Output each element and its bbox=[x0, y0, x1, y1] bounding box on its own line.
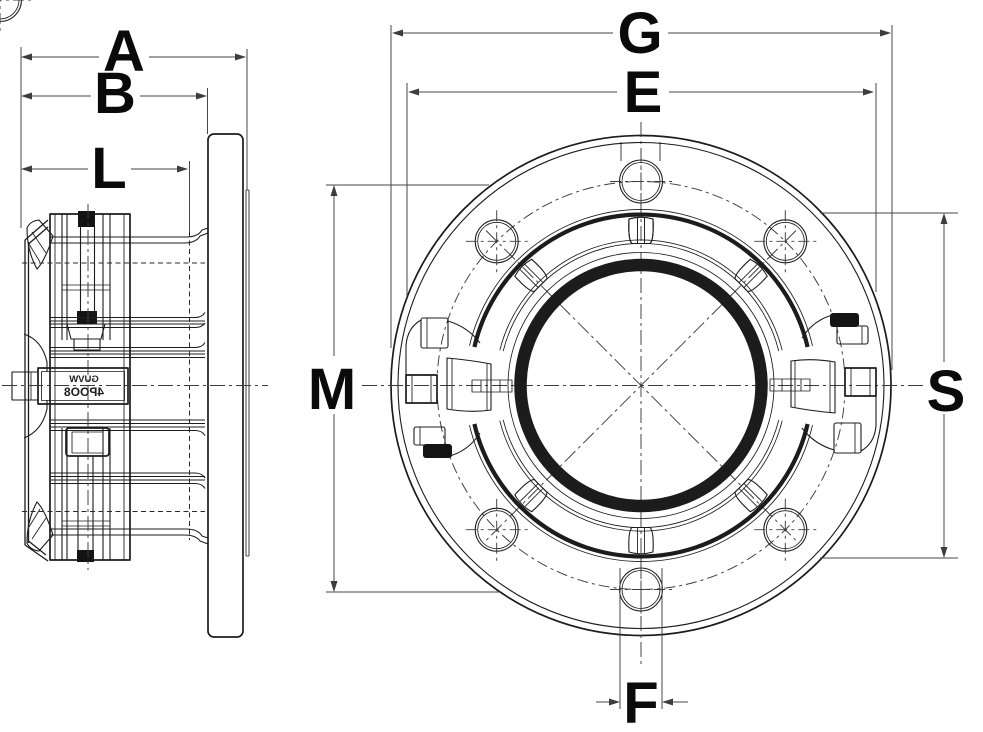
dim-label-S: S bbox=[927, 359, 966, 424]
gasket-recess-circle bbox=[507, 252, 775, 519]
front-view bbox=[0, 0, 925, 668]
top-bolt-head bbox=[78, 211, 95, 227]
dim-label-F: F bbox=[623, 671, 658, 732]
dim-label-B: B bbox=[94, 61, 136, 126]
lug-west bbox=[405, 317, 513, 458]
lug-gasket-blob bbox=[423, 444, 452, 458]
bottom-bolt-head bbox=[65, 427, 110, 457]
sleeve-od-ring bbox=[472, 212, 810, 559]
dim-G: G bbox=[390, 1, 893, 370]
bottom-bolt bbox=[65, 427, 110, 562]
side-view: GUVW 4POO8 bbox=[2, 133, 268, 638]
body-ribs bbox=[50, 227, 209, 545]
lug-bolt-shaft bbox=[471, 379, 513, 393]
dim-F: F bbox=[596, 568, 688, 732]
dimensions: A B L G E bbox=[20, 1, 966, 732]
gasket-ring bbox=[514, 258, 768, 513]
dim-A: A bbox=[21, 19, 248, 190]
dim-E: E bbox=[406, 60, 877, 296]
body-lug-bar: GUVW 4POO8 bbox=[11, 367, 129, 405]
lug-upper-pad bbox=[420, 317, 449, 349]
dim-L: L bbox=[21, 136, 190, 232]
lug-bolt-block bbox=[405, 374, 438, 404]
dim-label-G: G bbox=[617, 1, 662, 66]
dim-label-A: A bbox=[103, 19, 145, 84]
flange-back-edge bbox=[245, 189, 250, 557]
cast-marking-line2: 4POO8 bbox=[64, 385, 104, 399]
ear-bottom bbox=[26, 501, 54, 552]
diagonal-centerline-2 bbox=[485, 230, 797, 541]
dim-S: S bbox=[820, 212, 966, 559]
lug-wedge bbox=[446, 357, 492, 412]
follower-ring bbox=[23, 219, 54, 562]
ear-top bbox=[26, 219, 54, 270]
bottom-bolt-threads bbox=[77, 550, 94, 562]
dim-label-E: E bbox=[624, 60, 663, 125]
scallop-lower bbox=[23, 400, 48, 439]
lug-bar-cap bbox=[11, 371, 39, 401]
sleeve-rings bbox=[469, 209, 813, 562]
scallop-upper bbox=[23, 333, 48, 372]
hole-slot-lines bbox=[619, 142, 663, 634]
dim-M: M bbox=[308, 184, 500, 593]
dim-label-L: L bbox=[91, 136, 126, 201]
dim-label-M: M bbox=[308, 357, 356, 422]
cast-marking-line1: GUVW bbox=[69, 374, 99, 385]
dim-B: B bbox=[21, 61, 208, 134]
